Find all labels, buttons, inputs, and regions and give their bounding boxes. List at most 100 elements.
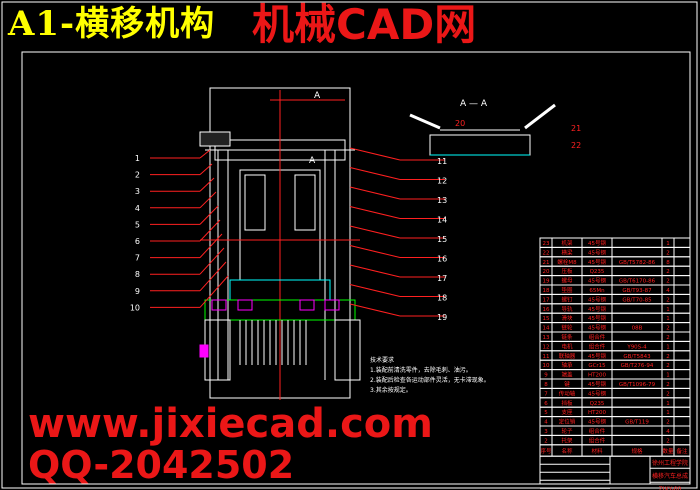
bom-cell: 45号钢: [588, 324, 606, 332]
bom-cell: 组合件: [589, 427, 606, 435]
bom-cell: 45号钢: [588, 305, 606, 313]
part-label-14: 14: [437, 216, 447, 225]
part-label-6: 6: [135, 237, 140, 246]
bom-cell: 7: [544, 391, 548, 397]
part-label-18: 18: [437, 294, 447, 303]
leader-line: [349, 147, 401, 161]
bom-cell: 1: [666, 241, 670, 247]
watermark-site: 机械CAD网: [252, 0, 477, 49]
bom-cell: 2: [666, 297, 670, 303]
part-label-19: 19: [437, 313, 447, 322]
part-label-8: 8: [135, 270, 140, 279]
part-label-10: 10: [130, 303, 140, 312]
bom-cell: 组合件: [589, 333, 606, 341]
bom-cell: 4: [666, 288, 670, 294]
bom-cell: 45号钢: [588, 239, 606, 247]
bom-cell: 压板: [561, 267, 573, 275]
bom-cell: 滑块: [561, 314, 573, 322]
bom-cell: 45号钢: [588, 352, 606, 360]
lever-left: [409, 113, 441, 130]
bom-cell: 23: [543, 241, 550, 247]
bom-cell: GB/T5843: [623, 354, 651, 360]
leader-line: [349, 284, 401, 297]
bom-cell: 传动轴: [559, 389, 576, 397]
bom-cell: 45号钢: [588, 314, 606, 322]
bom-cell: GB/T93-87: [622, 288, 652, 294]
bom-cell: 17: [543, 297, 550, 303]
bom-cell: 12: [543, 344, 550, 350]
bom-cell: 8: [544, 382, 548, 388]
bom-cell: 1: [666, 307, 670, 313]
bom-cell: 08B: [632, 326, 643, 332]
motor-mark: [199, 344, 209, 358]
bom-cell: 45号钢: [588, 380, 606, 388]
part-label-2: 2: [135, 171, 140, 180]
leader-line: [199, 163, 213, 175]
bom-cell: 螺栓M8: [557, 258, 577, 266]
bom-cell: 9: [544, 373, 548, 379]
bom-cell: 导轨: [561, 305, 573, 313]
part-label-13: 13: [437, 196, 447, 205]
leader-line: [199, 177, 215, 192]
leader-line: [349, 264, 401, 278]
bom-cell: 组合件: [589, 342, 606, 350]
bom-header-cell: 规格: [631, 447, 643, 455]
bom-cell: 2: [544, 438, 548, 444]
bom-cell: 1: [666, 344, 670, 350]
bom-header-cell: 材料: [591, 447, 603, 455]
bom-cell: 15: [543, 316, 550, 322]
bom-cell: 2: [666, 326, 670, 332]
bom-cell: GB/T6170-86: [619, 279, 656, 285]
bom-cell: 45号钢: [588, 418, 606, 426]
bom-cell: 3: [544, 429, 548, 435]
bom-cell: 2: [666, 438, 670, 444]
part-label-3: 3: [135, 187, 140, 196]
bom-cell: 20: [543, 269, 550, 275]
cylinder-right: [294, 174, 316, 231]
bom-cell: 45号钢: [588, 277, 606, 285]
section-label-21: 21: [571, 124, 581, 133]
section-label-22: 22: [571, 141, 581, 150]
leader-line: [349, 225, 401, 239]
leader-line: [199, 205, 219, 225]
bom-cell: 21: [543, 260, 550, 266]
bom-cell: 托架: [561, 436, 573, 444]
bom-cell: 螺钉: [561, 295, 573, 303]
bom-cell: Q235: [590, 269, 605, 275]
wheel-assembly: [204, 299, 356, 321]
bom-cell: GB/T119: [625, 420, 649, 426]
bom-cell: Y90S-4: [626, 344, 647, 350]
bom-header-cell: 备注: [676, 447, 688, 455]
bom-cell: 2: [666, 363, 670, 369]
bom-header-cell: 名称: [561, 447, 573, 455]
bom-cell: 2: [666, 279, 670, 285]
bom-cell: 联轴器: [559, 352, 576, 360]
note-line: 3.其余按规定。: [370, 387, 412, 394]
part-label-15: 15: [437, 235, 447, 244]
crank-handle: [199, 131, 231, 147]
leader-line: [199, 247, 225, 275]
note-line: 1.装配前清洗零件，去除毛刺、油污。: [370, 367, 472, 374]
section-base: [429, 134, 531, 156]
bom-cell: 13: [543, 335, 550, 341]
bom-cell: 1: [666, 373, 670, 379]
leader-line: [199, 191, 217, 209]
bom-header-cell: 序号: [540, 447, 552, 455]
section-title: A — A: [460, 99, 488, 109]
bom-cell: 螺母: [561, 277, 573, 285]
bom-cell: 4: [666, 429, 670, 435]
bom-cell: HT200: [588, 410, 606, 416]
cylinder-left: [244, 174, 266, 231]
bom-cell: GCr15: [588, 363, 606, 369]
leader-line: [199, 261, 227, 292]
bom-cell: 链轮: [561, 324, 573, 332]
bom-cell: 45号钢: [588, 295, 606, 303]
bom-cell: 65Mn: [589, 288, 605, 294]
part-label-1: 1: [135, 154, 140, 163]
bom-cell: GB/T70-85: [622, 297, 652, 303]
notes-heading: 技术要求: [370, 357, 395, 364]
leader-line: [199, 219, 221, 242]
section-mark: A: [314, 91, 321, 101]
